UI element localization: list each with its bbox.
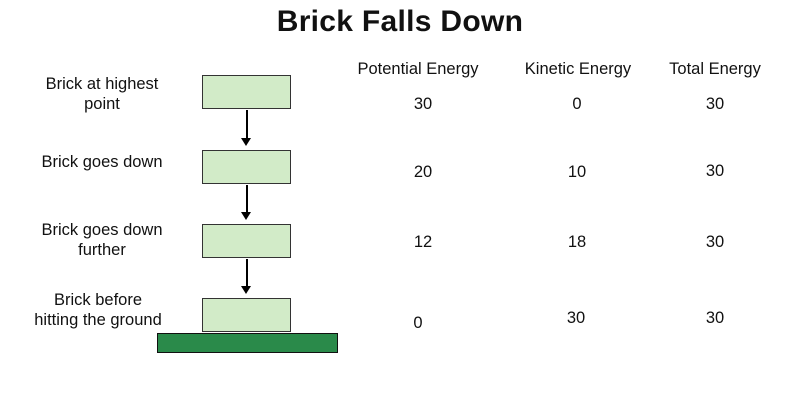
cell-potential-energy: 30 — [413, 95, 433, 113]
diagram-title: Brick Falls Down — [276, 5, 524, 38]
cell-total-energy: 30 — [705, 95, 725, 113]
cell-total-energy: 30 — [705, 233, 725, 251]
brick-goes-down — [202, 150, 291, 184]
cell-kinetic-energy: 18 — [567, 233, 587, 251]
brick-further — [202, 224, 291, 258]
brick-highest — [202, 75, 291, 109]
cell-potential-energy: 12 — [413, 233, 433, 251]
stage-label-before-ground: Brick before hitting the ground — [34, 291, 162, 329]
cell-potential-energy: 20 — [413, 163, 433, 181]
cell-potential-energy: 0 — [413, 314, 423, 332]
header-potential-energy: Potential Energy — [357, 60, 479, 78]
down-arrow-icon — [241, 259, 253, 294]
header-total-energy: Total Energy — [669, 60, 761, 78]
brick-before-ground — [202, 298, 291, 332]
cell-total-energy: 30 — [705, 162, 725, 180]
header-kinetic-energy: Kinetic Energy — [524, 60, 632, 78]
stage-label-goes-down: Brick goes down — [41, 153, 163, 171]
stage-label-highest: Brick at highest point — [45, 75, 159, 113]
down-arrow-icon — [241, 110, 253, 146]
cell-total-energy: 30 — [705, 309, 725, 327]
cell-kinetic-energy: 30 — [566, 309, 586, 327]
cell-kinetic-energy: 10 — [567, 163, 587, 181]
ground — [157, 333, 338, 353]
down-arrow-icon — [241, 185, 253, 220]
cell-kinetic-energy: 0 — [572, 95, 582, 113]
stage-label-further: Brick goes down further — [41, 221, 163, 259]
